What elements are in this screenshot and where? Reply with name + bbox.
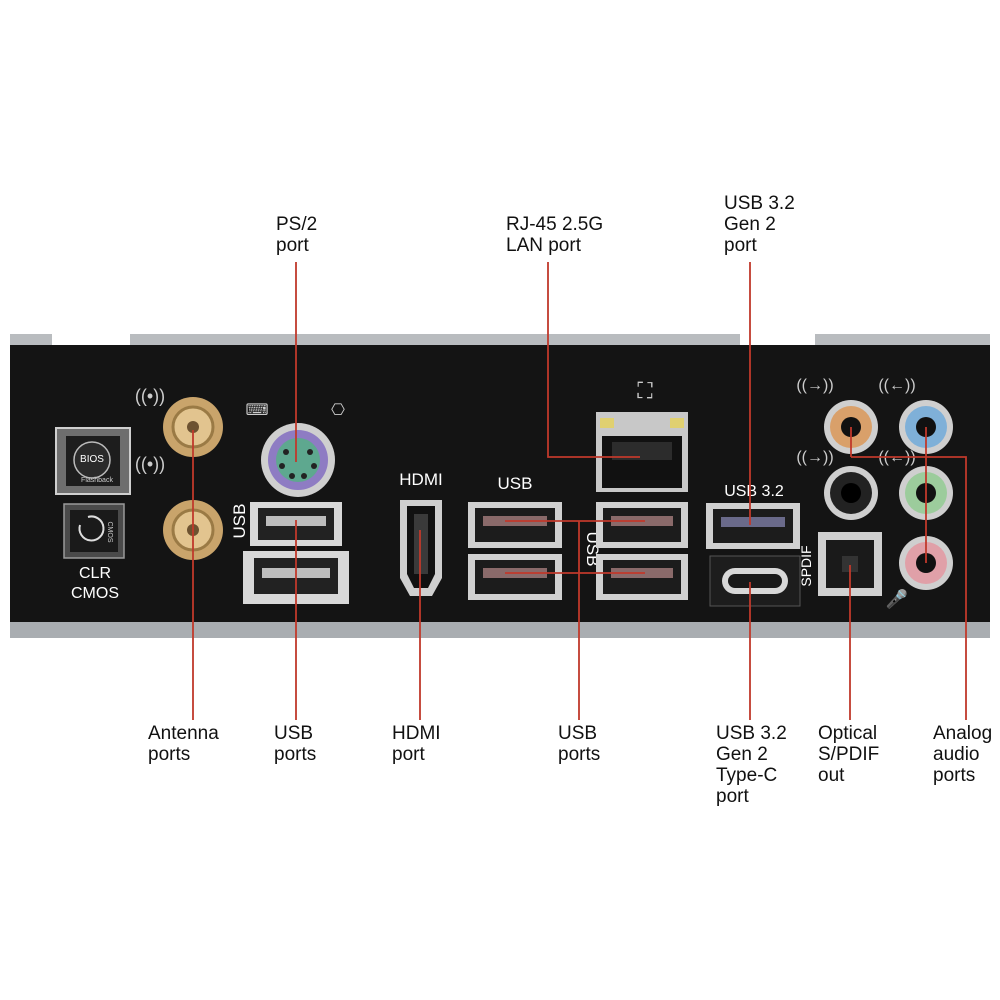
callout-rj45: RJ-45 2.5G LAN port	[506, 214, 604, 256]
line-in-icon: ((←))	[878, 377, 915, 394]
usb-port-mid-4[interactable]	[596, 554, 688, 600]
usb-top-label: USB	[498, 474, 533, 493]
usb32-label: USB 3.2	[724, 483, 784, 500]
callout-usb-typec: USB 3.2 Gen 2 Type-C port	[716, 723, 787, 807]
line-out-icon: ((→))	[796, 377, 833, 394]
network-icon: ⛶	[637, 378, 653, 403]
usb32-gen2-port[interactable]	[706, 503, 800, 549]
callout-ps2: PS/2 port	[276, 214, 318, 256]
speaker-icon: ((→))	[796, 449, 833, 466]
clr-cmos-button[interactable]	[63, 503, 125, 559]
leader-rj45	[547, 262, 640, 458]
leader-audio	[851, 456, 967, 720]
audio-jack-black[interactable]	[824, 466, 878, 520]
hdmi-port[interactable]	[400, 500, 442, 596]
keyboard-icon: ⌨	[245, 402, 268, 419]
callout-hdmi: HDMI port	[392, 723, 441, 765]
microphone-icon: 🎤	[886, 588, 908, 609]
callout-antenna: Antenna ports	[148, 723, 219, 765]
ps2-port[interactable]	[261, 423, 335, 497]
usb-port-mid-3[interactable]	[596, 502, 688, 548]
cmos-small-text: CMOS	[106, 522, 113, 543]
bios-flashback-button[interactable]	[55, 427, 131, 495]
callout-spdif: Optical S/PDIF out	[818, 723, 880, 786]
metal-tab-center	[130, 334, 740, 348]
leader-lines	[192, 262, 967, 720]
metal-tab-left	[10, 334, 52, 348]
hdmi-label: HDMI	[399, 470, 442, 489]
wifi-icon: ((•))	[135, 386, 165, 406]
spdif-label: SPDIF	[798, 545, 814, 586]
bios-text: BIOS	[80, 454, 104, 465]
usb-type-c-port[interactable]	[709, 555, 801, 607]
clr-cmos-label: CLR CMOS	[71, 565, 119, 602]
callout-usb32-top: USB 3.2 Gen 2 port	[724, 193, 795, 256]
flashback-text: Flashback	[81, 477, 113, 484]
callout-usb-mid: USB ports	[558, 723, 601, 765]
callout-usb-left: USB ports	[274, 723, 317, 765]
usb-port-mid-2[interactable]	[468, 554, 562, 600]
bottom-metal-strip	[10, 622, 990, 638]
wifi-icon: ((•))	[135, 454, 165, 474]
mouse-icon: ⎔	[331, 402, 345, 419]
metal-tab-right	[815, 334, 990, 348]
rj45-port[interactable]	[596, 412, 688, 492]
usb-port-mid-1[interactable]	[468, 502, 562, 548]
callout-audio: Analog audio ports	[933, 723, 993, 786]
usb-left-label: USB	[230, 504, 249, 539]
